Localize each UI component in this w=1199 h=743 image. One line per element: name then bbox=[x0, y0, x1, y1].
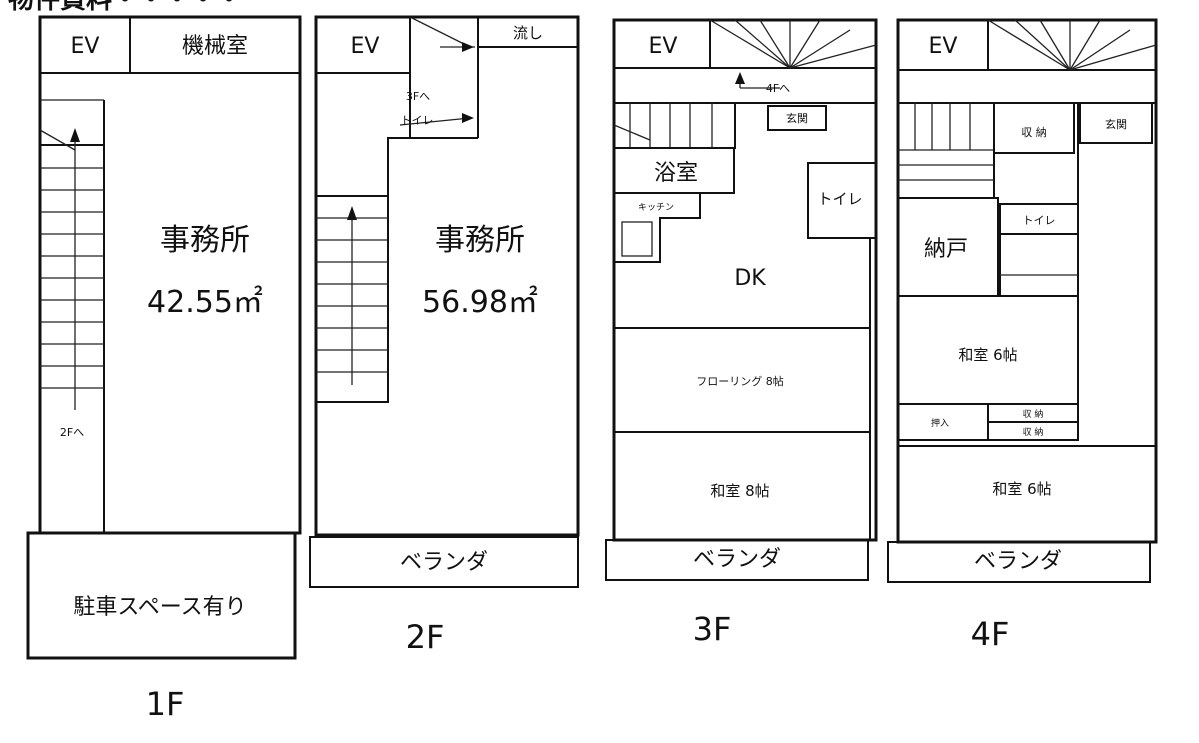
floor-2f-office-area: 56.98㎡ bbox=[422, 285, 538, 320]
floor-1f-ev: EV bbox=[71, 34, 100, 59]
floor-4f-veranda bbox=[887, 541, 1151, 583]
floor-3f: EV 4Fへ 玄関 浴室 キッチン トイレ DK フローリング 8帖 和室 8帖… bbox=[605, 18, 878, 648]
floor-4f-closet-b bbox=[987, 421, 1079, 441]
floor-4f-toilet-label: トイレ bbox=[1023, 214, 1056, 227]
floor-3f-washitsu: 和室 8帖 bbox=[710, 482, 769, 500]
floor-3f-ev: EV bbox=[649, 34, 678, 59]
floor-4f: EV 収 納 玄関 トイレ 納戸 和室 6帖 押入 収 納 収 納 和室 6帖 … bbox=[887, 18, 1158, 653]
floor-4f-storage bbox=[993, 102, 1075, 154]
floor-4f-ev: EV bbox=[929, 34, 958, 59]
floor-1f-parking bbox=[26, 531, 297, 660]
floor-4f-closet-b-label: 収 納 bbox=[1023, 426, 1044, 438]
floor-3f-bathroom-label: 浴室 bbox=[654, 161, 698, 186]
floor-4f-oshiire-label: 押入 bbox=[931, 417, 949, 429]
floor-4f-washitsu-upper-label: 和室 6帖 bbox=[958, 346, 1017, 364]
floor-3f-stairs-to: 4Fへ bbox=[766, 82, 790, 95]
floor-2f-toilet-arrow: トイレ bbox=[401, 114, 434, 127]
floor-2f-office: 事務所 bbox=[435, 223, 525, 258]
arrow-up-icon bbox=[70, 128, 80, 142]
floor-2f-stairs-to: 3Fへ bbox=[406, 90, 430, 103]
floor-2f-stairs bbox=[315, 195, 389, 403]
floor-3f-veranda-label: ベランダ bbox=[693, 547, 781, 572]
floor-3f-entrance bbox=[767, 105, 827, 131]
floor-4f-veranda-label: ベランダ bbox=[974, 549, 1062, 574]
floor-1f-machine-room: 機械室 bbox=[182, 34, 248, 59]
floor-3f-dk: DK bbox=[734, 266, 766, 291]
floor-1f-office: 事務所 bbox=[160, 223, 250, 258]
floor-2f-veranda-label: ベランダ bbox=[400, 550, 488, 575]
floor-4f-washitsu-lower-label: 和室 6帖 bbox=[992, 480, 1051, 498]
floor-4f-storage-label: 収 納 bbox=[1021, 126, 1047, 139]
floor-4f-nando-label: 納戸 bbox=[924, 237, 968, 262]
arrow-up-icon-2 bbox=[347, 206, 357, 220]
floor-2f-veranda bbox=[309, 536, 579, 588]
floor-3f-flooring: フローリング 8帖 bbox=[696, 374, 784, 388]
floor-2f: EV 流し 3Fへ トイレ 事務所 56.98㎡ ベランダ 2F bbox=[309, 15, 580, 656]
floor-3f-entrance-label: 玄関 bbox=[786, 111, 808, 125]
floor-2f-label: 2F bbox=[406, 618, 445, 656]
floor-2f-sink: 流し bbox=[513, 24, 543, 42]
floor-1f-stairs-to: 2Fへ bbox=[60, 426, 84, 439]
floor-3f-veranda bbox=[605, 539, 869, 581]
floor-4f-entrance bbox=[1079, 102, 1153, 144]
arrow-right-icon-2 bbox=[462, 113, 474, 123]
floor-2f-ev: EV bbox=[351, 34, 380, 59]
floor-4f-closet-a-label: 収 納 bbox=[1023, 408, 1044, 420]
floor-3f-label: 3F bbox=[693, 610, 732, 648]
floor-1f-office-area: 42.55㎡ bbox=[147, 285, 263, 320]
floor-3f-toilet bbox=[807, 162, 877, 239]
floor-3f-kitchen-label: キッチン bbox=[638, 202, 674, 213]
floor-3f-toilet-label: トイレ bbox=[817, 190, 862, 208]
floor-1f-stairs bbox=[39, 144, 105, 534]
floor-4f-outline bbox=[896, 18, 1158, 544]
floor-1f: EV 機械室 事務所 42.55㎡ 2Fへ 駐車スペース有り 1F bbox=[26, 15, 302, 723]
arrow-right-icon bbox=[462, 42, 474, 52]
floor-1f-label: 1F bbox=[146, 685, 185, 723]
floor-4f-entrance-label: 玄関 bbox=[1105, 117, 1127, 131]
floor-1f-outline bbox=[38, 15, 302, 535]
floor-1f-parking-label: 駐車スペース有り bbox=[73, 595, 246, 620]
header-title-fragment: 物件資料・・・・・ bbox=[8, 0, 242, 15]
arrow-up-icon-3 bbox=[735, 72, 745, 84]
floor-2f-outline bbox=[314, 15, 580, 537]
floor-4f-label: 4F bbox=[971, 615, 1010, 653]
